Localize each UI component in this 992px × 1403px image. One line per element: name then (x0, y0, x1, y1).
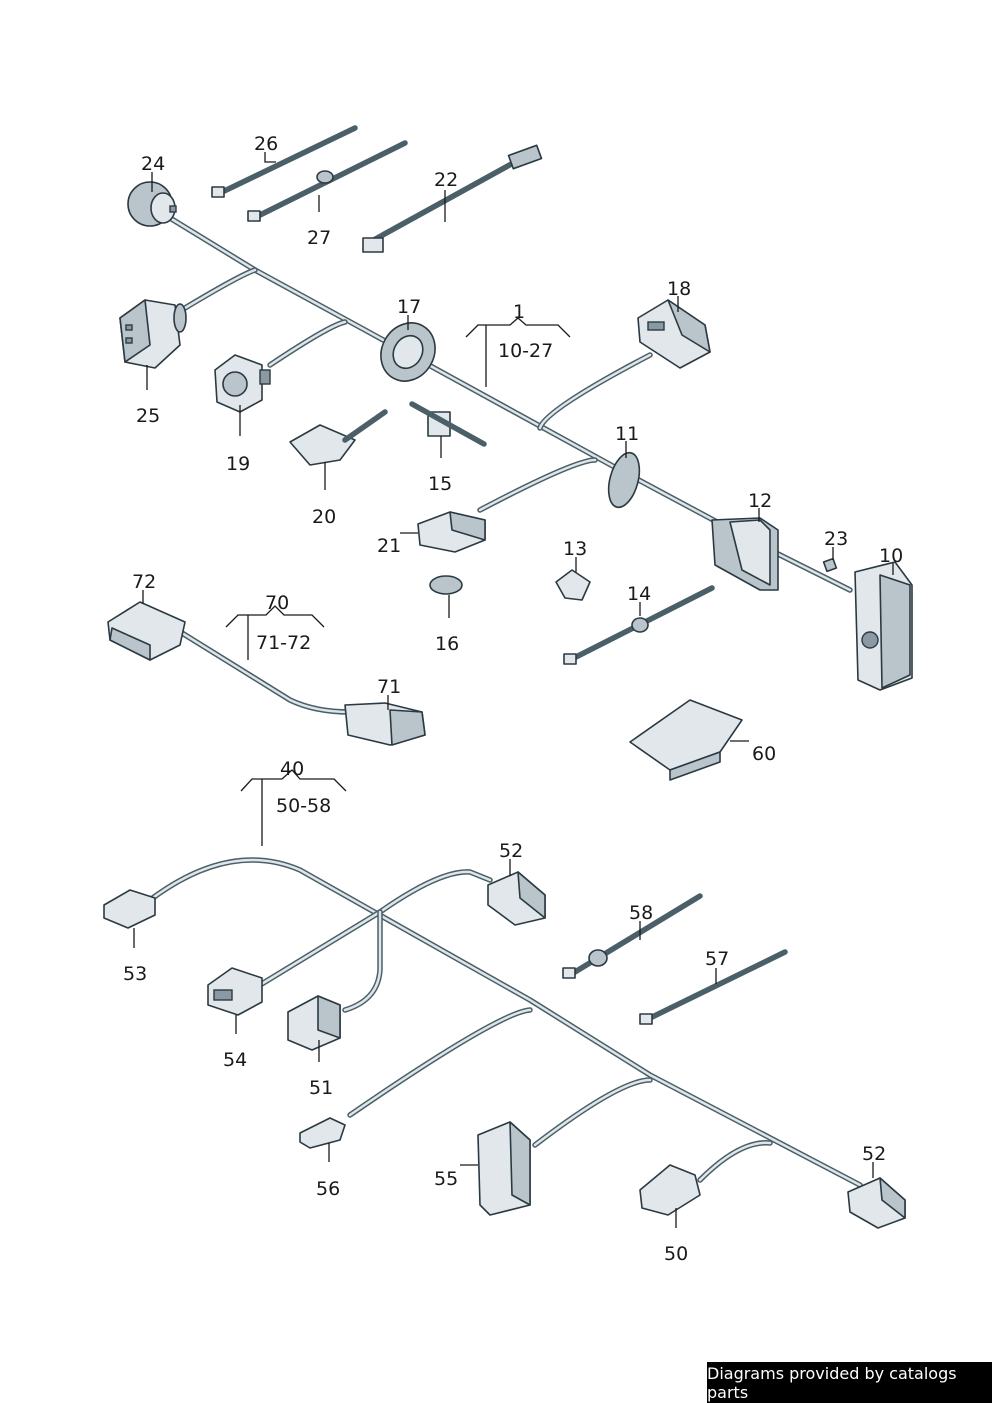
part-10-connector (854, 561, 913, 691)
part-16-clip (429, 575, 463, 595)
label-70: 70 (265, 592, 290, 614)
part-71-connector (344, 702, 426, 746)
harness-40-wires (147, 857, 863, 1188)
label-54: 54 (223, 1049, 248, 1071)
label-12: 12 (748, 490, 773, 512)
label-18: 18 (667, 278, 692, 300)
part-70-lead (179, 630, 353, 715)
footer-credit: Diagrams provided by catalogs parts (707, 1362, 992, 1403)
part-21-connector (417, 511, 486, 553)
part-55-connector (477, 1121, 531, 1216)
label-25: 25 (136, 405, 161, 427)
part-13-bracket (555, 569, 591, 601)
label-21: 21 (377, 535, 402, 557)
label-14: 14 (627, 583, 652, 605)
part-18-connector (637, 299, 711, 369)
label-52-lower: 52 (862, 1143, 887, 1165)
label-51: 51 (309, 1077, 334, 1099)
label-27: 27 (307, 227, 332, 249)
part-12-sleeve (711, 517, 779, 591)
label-56: 56 (316, 1178, 341, 1200)
part-24-round-connector (127, 181, 177, 227)
label-16: 16 (435, 633, 460, 655)
part-58-cable-tie (562, 893, 703, 979)
label-50: 50 (664, 1243, 689, 1265)
label-13: 13 (563, 538, 588, 560)
part-14-cable-tie (563, 585, 715, 665)
label-20: 20 (312, 506, 337, 528)
label-40: 40 (280, 758, 305, 780)
label-24: 24 (141, 153, 166, 175)
part-52-connector-upper (487, 871, 546, 926)
part-11-grommet (607, 451, 641, 509)
label-22: 22 (434, 169, 459, 191)
part-54-connector (207, 967, 263, 1016)
label-15: 15 (428, 473, 453, 495)
part-57-cable-tie (639, 949, 788, 1025)
label-11: 11 (615, 423, 640, 445)
part-26-cable-tie (211, 125, 358, 198)
part-52-connector-lower (847, 1177, 906, 1229)
label-19: 19 (226, 453, 251, 475)
part-17-grommet (380, 322, 436, 382)
part-23-screw (822, 557, 838, 573)
part-20-holder (289, 409, 388, 466)
label-52-upper: 52 (499, 840, 524, 862)
label-53: 53 (123, 963, 148, 985)
label-58: 58 (629, 902, 654, 924)
label-17: 17 (397, 296, 422, 318)
part-15-connector (409, 401, 487, 447)
label-55: 55 (434, 1168, 459, 1190)
label-72: 72 (132, 571, 157, 593)
label-60: 60 (752, 743, 777, 765)
part-56-connector (299, 1117, 346, 1149)
label-40-range: 50-58 (276, 795, 332, 817)
part-53-connector (103, 889, 156, 929)
part-60-bracket (629, 699, 743, 781)
label-1: 1 (513, 301, 526, 323)
part-22-lead (362, 144, 543, 253)
part-50-connector (639, 1164, 701, 1216)
label-70-range: 71-72 (256, 632, 312, 654)
label-57: 57 (705, 948, 730, 970)
label-1-range: 10-27 (498, 340, 554, 362)
label-10: 10 (879, 545, 904, 567)
part-27-cable-tie (247, 140, 408, 222)
label-71: 71 (377, 676, 402, 698)
part-51-connector (287, 995, 341, 1051)
part-72-connector (107, 601, 186, 661)
part-19-connector (214, 354, 271, 413)
label-26: 26 (254, 133, 279, 155)
leader-lines (133, 152, 894, 1228)
label-23: 23 (824, 528, 849, 550)
part-25-connector (119, 299, 187, 369)
